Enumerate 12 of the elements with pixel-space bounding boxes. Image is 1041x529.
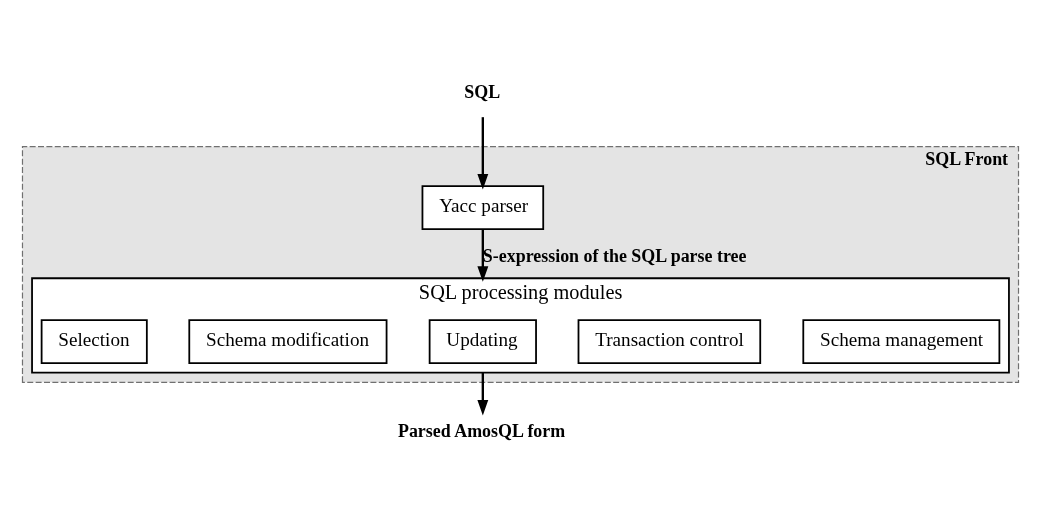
node-text: SQL bbox=[464, 82, 501, 103]
node-text: Parsed AmosQL form bbox=[397, 420, 566, 441]
node-box: Transaction control bbox=[577, 319, 762, 365]
arrow bbox=[477, 117, 489, 190]
node-box: Selection bbox=[40, 319, 148, 365]
node-box: Updating bbox=[428, 319, 537, 365]
arrow bbox=[477, 229, 489, 282]
edge-label: S-expression of the SQL parse tree bbox=[482, 245, 747, 266]
arrow bbox=[477, 372, 489, 416]
node-box: Schema management bbox=[802, 319, 1001, 365]
node-box: Schema modification bbox=[188, 319, 388, 365]
node-box: Yacc parser bbox=[421, 185, 545, 231]
